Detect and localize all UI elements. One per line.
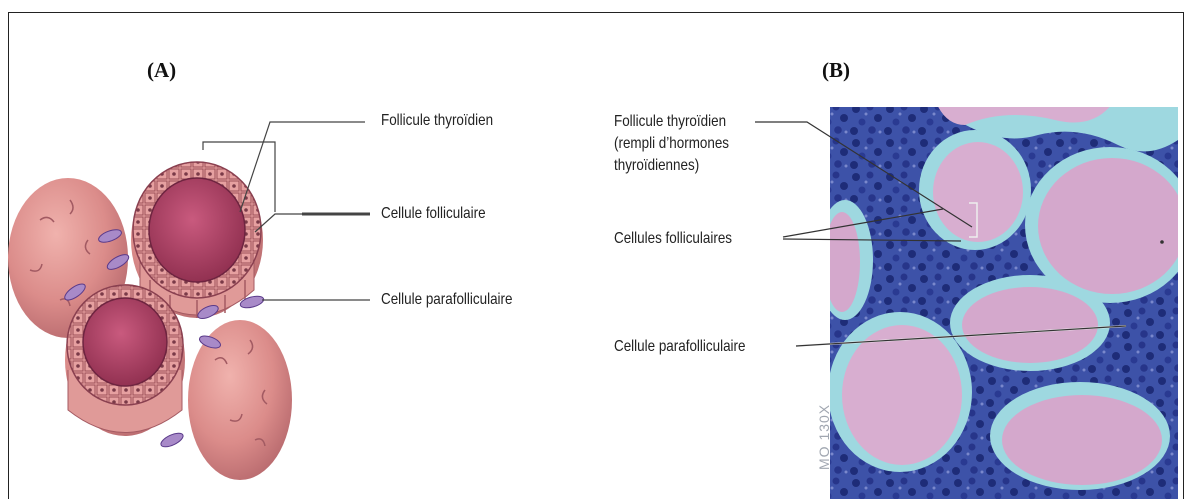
follicle-bottom-cut bbox=[65, 284, 185, 436]
label-parafollicular-cell-b: Cellule parafolliculaire bbox=[614, 336, 745, 357]
label-follicle-a: Follicule thyroïdien bbox=[381, 110, 493, 131]
label-follicle-b-line2: (rempli d’hormones bbox=[614, 133, 729, 154]
panel-b-label: (B) bbox=[822, 58, 850, 83]
label-follicle-b-line1: Follicule thyroïdien bbox=[614, 111, 726, 132]
label-follicular-cells-b: Cellules folliculaires bbox=[614, 228, 732, 249]
magnification-label: MO 130X bbox=[816, 404, 832, 470]
label-follicular-cell-a: Cellule folliculaire bbox=[381, 203, 486, 224]
panel-a-label: (A) bbox=[147, 58, 176, 83]
micrograph bbox=[817, 100, 1192, 499]
label-follicle-b-line3: thyroïdiennes) bbox=[614, 155, 699, 176]
label-parafollicular-cell-a: Cellule parafolliculaire bbox=[381, 289, 512, 310]
